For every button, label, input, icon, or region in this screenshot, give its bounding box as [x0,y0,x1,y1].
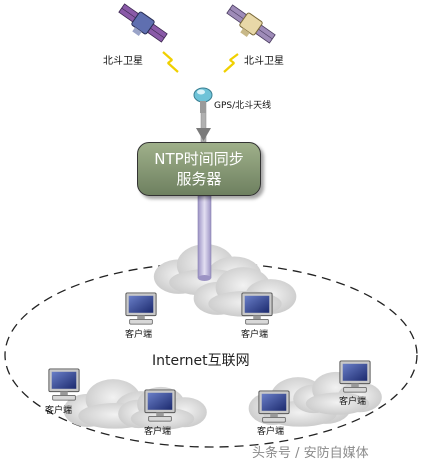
antenna-icon [193,87,213,113]
computer-icon [339,360,371,393]
watermark: 头条号 / 安防自媒体 [252,446,369,461]
computer-icon [144,389,176,422]
server-title-line2: 服务器 [176,170,222,188]
satellite-label: 北斗卫星 [103,56,143,67]
client-label: 客户端 [257,427,285,437]
ntp-server: NTP时间同步 服务器 [137,142,261,196]
satellite-icon [226,4,276,44]
server-title-line1: NTP时间同步 [154,150,244,168]
signal-icon [223,53,239,73]
cloud-icon [63,244,382,430]
client-label: 客户端 [241,330,269,340]
satellite-icon [118,3,168,43]
antenna-label: GPS/北斗天线 [214,101,272,111]
network-label: Internet互联网 [152,353,250,369]
signal-icon [162,51,179,73]
uplink-pipe [197,195,212,279]
computer-icon [258,390,290,423]
satellite-label: 北斗卫星 [244,56,284,67]
computer-icon [48,368,80,401]
client-label: 客户端 [45,406,73,416]
client-label: 客户端 [144,427,172,437]
client-label: 客户端 [125,330,153,340]
computer-icon [125,292,157,325]
computer-icon [241,292,273,325]
client-label: 客户端 [339,397,367,407]
